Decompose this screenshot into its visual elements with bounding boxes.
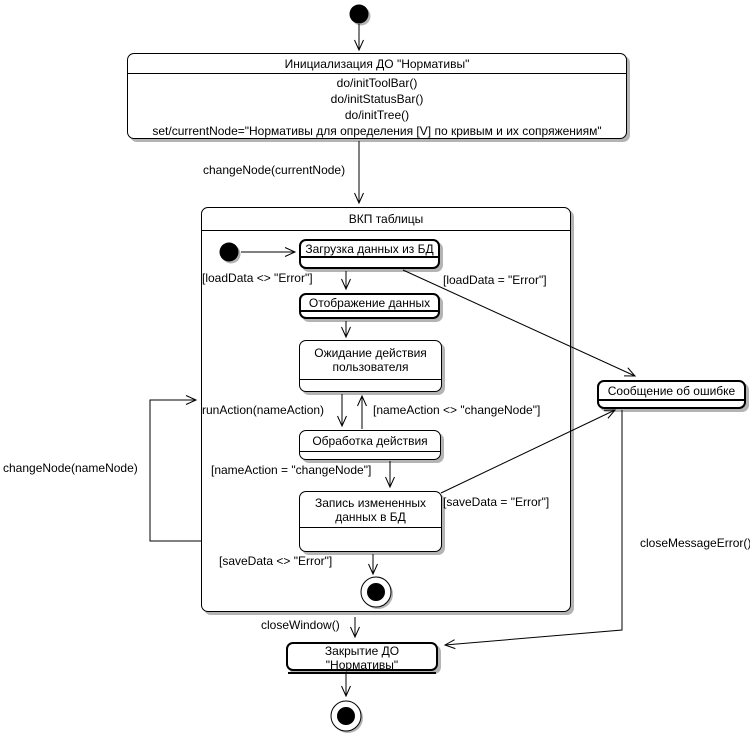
action-init-statusbar: do/initStatusBar(): [330, 91, 424, 106]
guard-label-nameaction-changenode: [nameAction = "changeNode"]: [211, 463, 372, 477]
initial-state-top[interactable]: [349, 4, 369, 24]
guard-label-nameaction-not-changenode: [nameAction <> "changeNode"]: [373, 403, 541, 417]
action-set-currentnode: set/currentNode="Нормативы для определен…: [152, 123, 602, 138]
guard-label-savedata-error: [saveData = "Error"]: [443, 495, 550, 509]
state-title-text: Обработка действия: [312, 434, 428, 448]
empty-compartment: [599, 401, 744, 407]
transition-label-changenode-currentnode: changeNode(currentNode): [203, 163, 346, 177]
action-init-toolbar: do/initToolBar(): [336, 75, 418, 90]
state-title: Инициализация ДО "Нормативы": [128, 54, 626, 74]
empty-compartment: [301, 312, 438, 317]
state-load-data[interactable]: Загрузка данных из БД: [299, 239, 440, 269]
transition-label-changenode-namenode: changeNode(nameNode): [3, 461, 138, 475]
transition-label-runaction: runAction(nameAction): [202, 403, 325, 417]
state-init-normativy[interactable]: Инициализация ДО "Нормативы" do/initTool…: [127, 53, 627, 139]
empty-compartment: [300, 452, 440, 459]
state-title-text: Сообщение об ошибке: [607, 383, 736, 398]
transition-label-closemessageerror: closeMessageError(): [640, 536, 750, 550]
guard-label-savedata-ok: [saveData <> "Error"]: [219, 554, 333, 568]
state-internal-actions: do/initToolBar() do/initStatusBar() do/i…: [128, 74, 626, 139]
transition-vkp-self-loop: [149, 395, 201, 542]
composite-title: ВКП таблицы: [202, 208, 570, 231]
composite-title-text: ВКП таблицы: [348, 212, 424, 226]
state-title-text: Закрытие ДО "Нормативы": [324, 644, 400, 672]
empty-compartment: [300, 380, 441, 391]
state-title-text: Ожидание действия пользователя: [314, 346, 427, 374]
empty-compartment: [301, 258, 438, 267]
final-state-bottom-dot: [337, 707, 355, 725]
state-process-action[interactable]: Обработка действия: [299, 430, 441, 460]
empty-compartment: [300, 528, 441, 551]
state-title-text: Загрузка данных из БД: [305, 241, 434, 256]
state-close-normativy[interactable]: Закрытие ДО "Нормативы": [286, 642, 438, 674]
state-error-message[interactable]: Сообщение об ошибке: [597, 380, 746, 409]
state-save-data[interactable]: Запись измененных данных в БД: [299, 491, 442, 552]
guard-label-loaddata-error: [loadData = "Error"]: [443, 273, 547, 287]
initial-state-shadow: [351, 6, 371, 26]
state-display-data[interactable]: Отображение данных: [299, 293, 440, 319]
state-title-text: Запись измененных данных в БД: [314, 495, 427, 524]
state-title-text: Инициализация ДО "Нормативы": [284, 56, 470, 71]
transition-label-closewindow: closeWindow(): [261, 618, 340, 632]
final-state-shadow: [333, 703, 363, 733]
final-state-bottom-ring[interactable]: [330, 700, 362, 732]
empty-compartment: [288, 674, 436, 680]
guard-label-loaddata-ok: [loadData <> "Error"]: [202, 271, 313, 285]
state-title-text: Отображение данных: [308, 295, 431, 310]
state-wait-user-action[interactable]: Ожидание действия пользователя: [299, 340, 442, 392]
action-init-tree: do/initTree(): [344, 107, 410, 122]
